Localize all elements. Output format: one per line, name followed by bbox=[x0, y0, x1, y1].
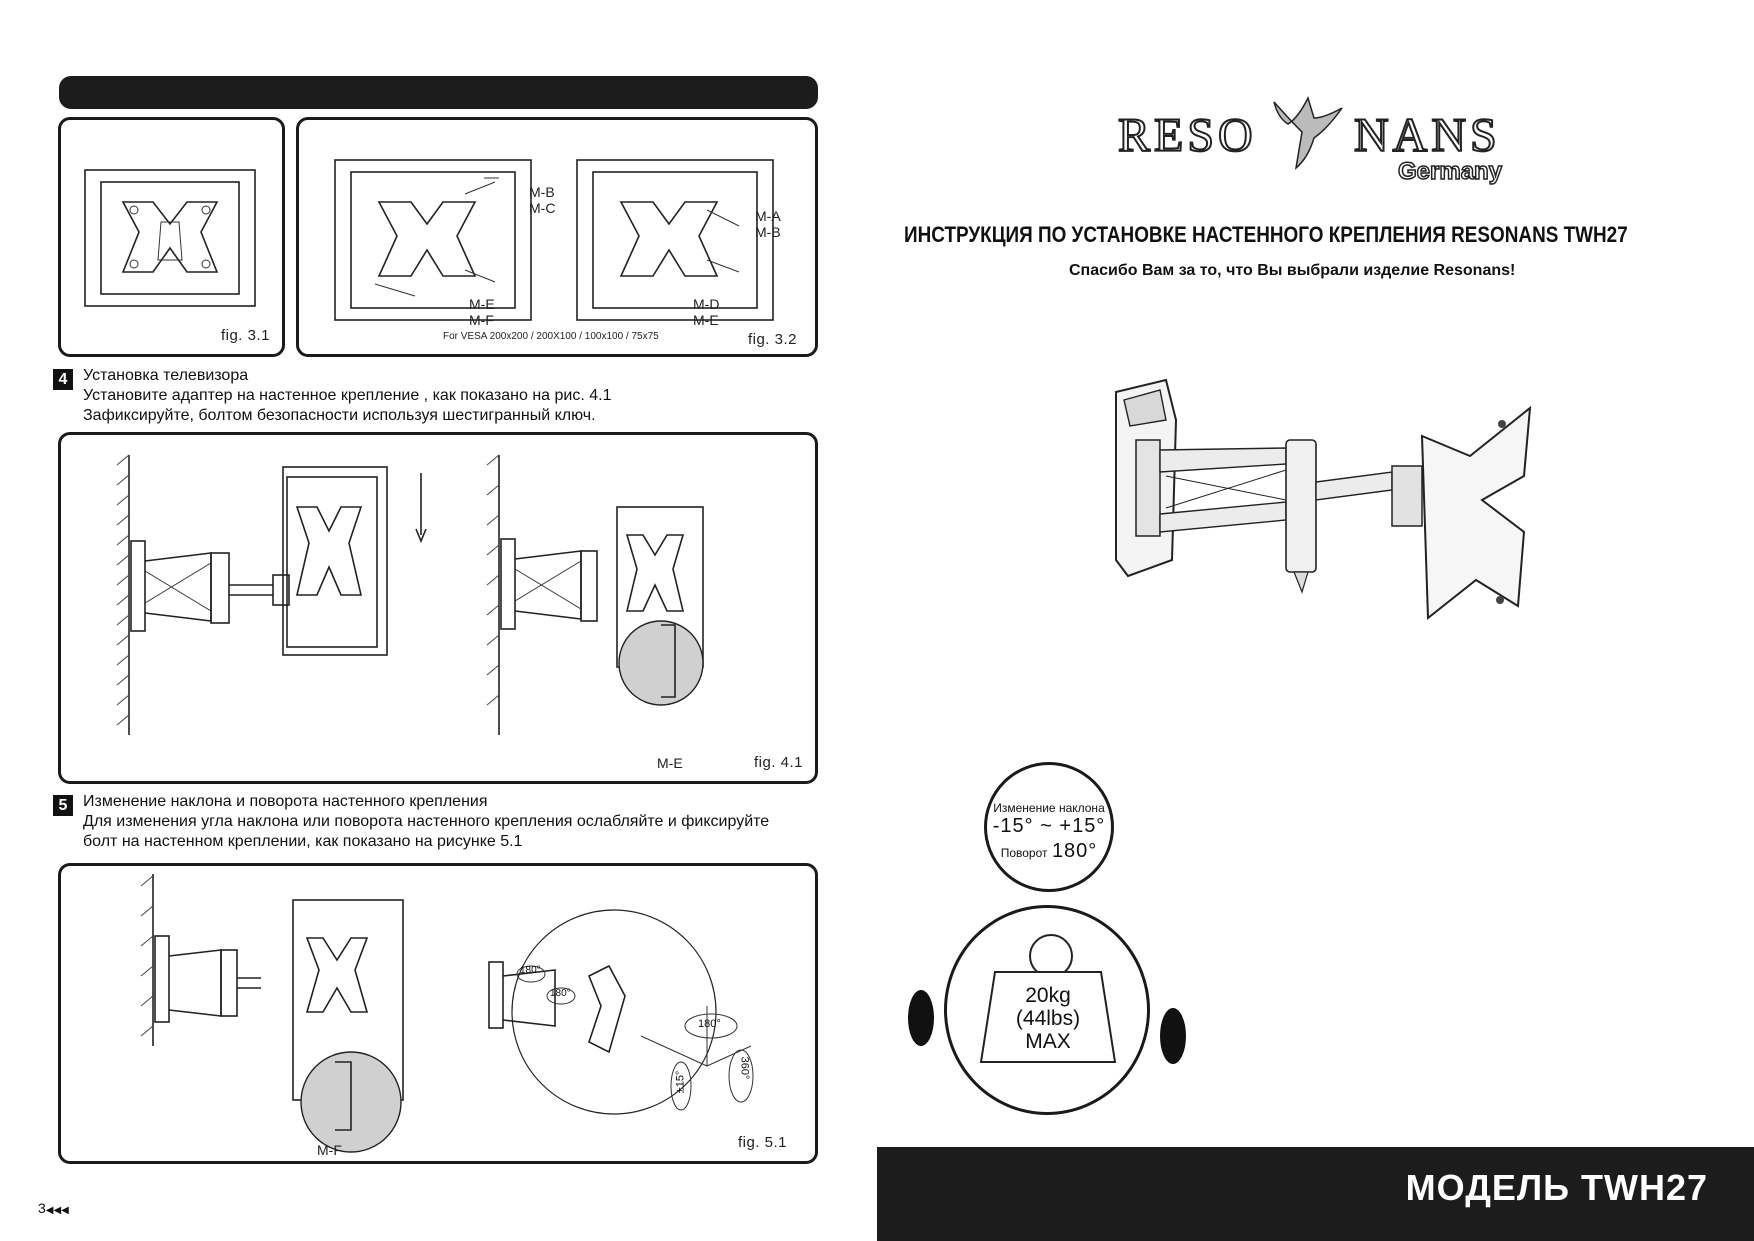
fig-3-2-drawing bbox=[334, 159, 774, 321]
swivel-label: Поворот bbox=[1000, 846, 1048, 860]
fig-5-1-panel: 180° 180° 180° 360° ±15° M-F fig. 5.1 bbox=[58, 863, 818, 1164]
tilt-value: -15° ~ +15° bbox=[992, 815, 1106, 837]
fig-3-1-label: fig. 3.1 bbox=[220, 327, 270, 344]
rotation-label-2: 180° bbox=[550, 988, 571, 999]
wall-mount-illustration bbox=[1115, 378, 1532, 621]
step-5-line-1: Для изменения угла наклона или поворота … bbox=[83, 813, 770, 830]
brand-logo: RESO NANS Germany bbox=[1117, 88, 1518, 188]
weight-icon bbox=[979, 971, 1117, 1063]
fairy-logo-icon bbox=[1273, 95, 1343, 170]
step-5-number: 5 bbox=[53, 795, 73, 816]
fig-5-1-drawing bbox=[140, 874, 754, 1153]
swivel-value: 180° bbox=[1051, 840, 1098, 862]
step-4-line-2: Зафиксируйте, болтом безопасности исполь… bbox=[83, 407, 596, 424]
step-5-text: Изменение наклона и поворота настенного … bbox=[83, 792, 769, 852]
rotation-label-4: 360° bbox=[738, 1056, 751, 1080]
left-oval-decoration bbox=[908, 990, 934, 1046]
back-arrows-icon: ◀◀◀ bbox=[45, 1205, 69, 1216]
page-number: 3◀◀◀ bbox=[38, 1200, 69, 1216]
weight-max: MAX bbox=[1025, 1030, 1071, 1053]
vesa-note: For VESA 200x200 / 200X100 / 100x100 / 7… bbox=[443, 331, 659, 342]
tilt-swivel-spec-circle: Изменение наклона -15° ~ +15° Поворот 18… bbox=[984, 762, 1114, 892]
fig-5-1-label: fig. 5.1 bbox=[737, 1134, 787, 1151]
step-4-number: 4 bbox=[53, 369, 73, 390]
fig-4-1-panel: M-E fig. 4.1 bbox=[58, 432, 818, 784]
weight-text: 20kg (44lbs) MAX bbox=[981, 984, 1115, 1053]
swivel-row: Поворот 180° bbox=[987, 840, 1111, 863]
rotation-label-1: 180° bbox=[520, 965, 541, 976]
fig-4-1-callout: M-E bbox=[657, 755, 683, 771]
fig-3-1-panel: fig. 3.1 bbox=[58, 117, 285, 357]
brand-right: NANS bbox=[1353, 108, 1501, 163]
rotation-label-5: ±15° bbox=[674, 1070, 687, 1094]
model-banner: МОДЕЛЬ TWH27 bbox=[877, 1147, 1754, 1241]
step-4-line-1: Установите адаптер на настенное креплени… bbox=[83, 387, 612, 404]
brand-left: RESO bbox=[1117, 108, 1257, 163]
fig-3-2-label: fig. 3.2 bbox=[747, 331, 797, 348]
right-oval-decoration bbox=[1160, 1008, 1186, 1064]
fig-3-1-drawing bbox=[84, 169, 256, 307]
brand-sub: Germany bbox=[1397, 157, 1503, 186]
weight-lbs: (44lbs) bbox=[1015, 1007, 1081, 1030]
weight-kg: 20kg bbox=[1025, 984, 1071, 1007]
model-banner-text: МОДЕЛЬ TWH27 bbox=[1405, 1167, 1708, 1208]
fig-4-1-label: fig. 4.1 bbox=[753, 754, 803, 771]
header-bar bbox=[59, 76, 818, 109]
step-4-text: Установка телевизора Установите адаптер … bbox=[83, 366, 611, 426]
step-5-title: Изменение наклона и поворота настенного … bbox=[83, 793, 488, 810]
step-4-title: Установка телевизора bbox=[83, 367, 249, 384]
fig-4-1-drawing bbox=[116, 454, 704, 735]
fig-5-1-callout: M-F bbox=[317, 1142, 342, 1158]
tilt-label: Изменение наклона bbox=[993, 801, 1105, 815]
step-5-line-2: болт на настенном креплении, как показан… bbox=[83, 833, 523, 850]
weight-capacity-circle: 20kg (44lbs) MAX bbox=[944, 905, 1150, 1115]
thank-you-line: Спасибо Вам за то, что Вы выбрали издели… bbox=[1069, 262, 1516, 279]
rotation-label-3: 180° bbox=[698, 1018, 721, 1030]
document-title: ИНСТРУКЦИЯ ПО УСТАНОВКЕ НАСТЕННОГО КРЕПЛ… bbox=[904, 222, 1628, 247]
